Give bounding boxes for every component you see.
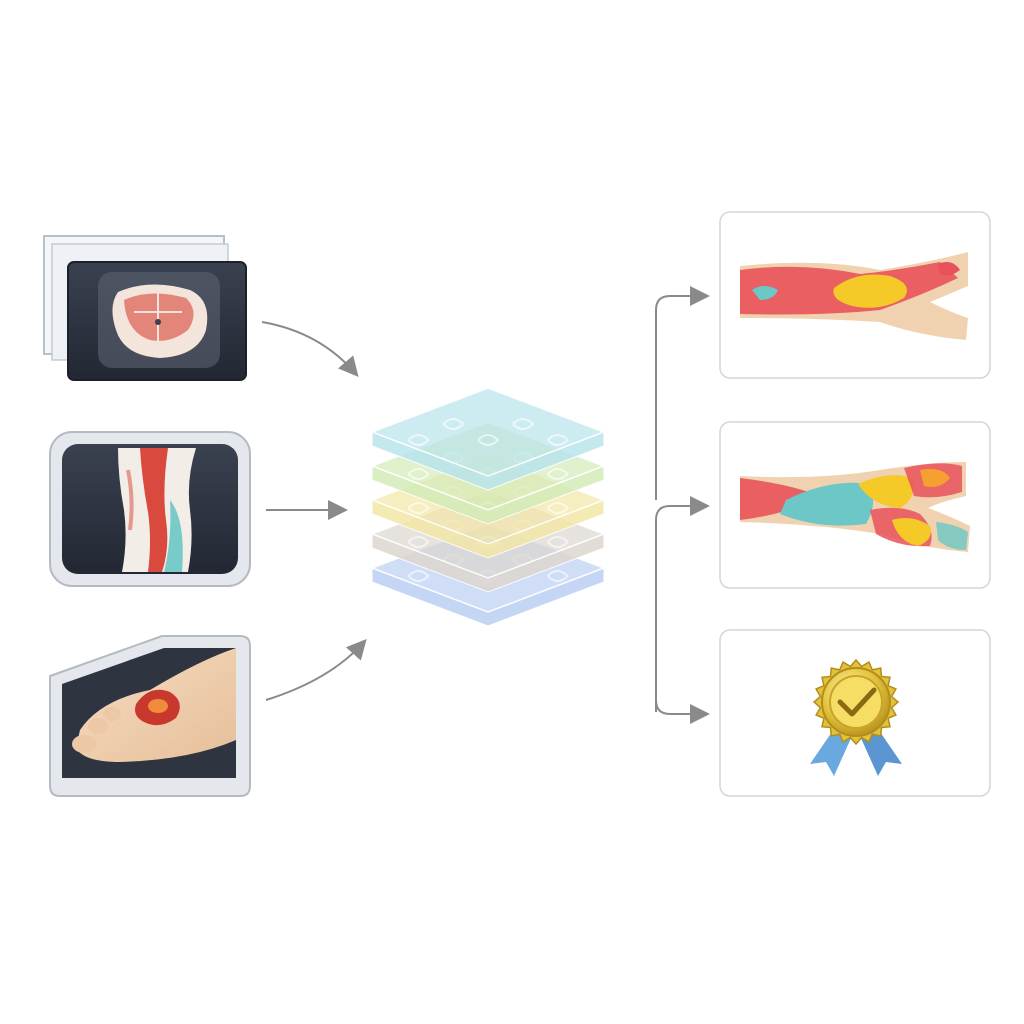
output-segmentation-map-1 [719, 211, 991, 379]
input-arrows [261, 321, 367, 701]
input-tissue-scan [49, 431, 251, 587]
award-badge-icon [810, 658, 902, 776]
segmented-tissue-icon [740, 462, 970, 552]
tissue-scan-icon [118, 448, 196, 572]
output-quality-certification [719, 629, 991, 797]
arrow-output-1 [655, 286, 710, 500]
tissue-slide-icon [98, 272, 220, 368]
arrow-input-1 [261, 321, 359, 378]
arrow-input-3 [265, 639, 367, 701]
output-segmentation-map-2 [719, 421, 991, 589]
output-arrows [655, 286, 710, 724]
input-histology-slide [43, 235, 247, 381]
segmented-tissue-icon [740, 252, 968, 340]
arrow-output-3 [655, 699, 710, 724]
layer-stack-icon [369, 387, 607, 627]
foot-wound-icon [72, 648, 236, 762]
arrow-output-2 [655, 496, 710, 712]
checkmark-icon [837, 687, 877, 717]
stack-layer-1 [369, 387, 607, 491]
input-foot-wound-photo [49, 635, 251, 797]
